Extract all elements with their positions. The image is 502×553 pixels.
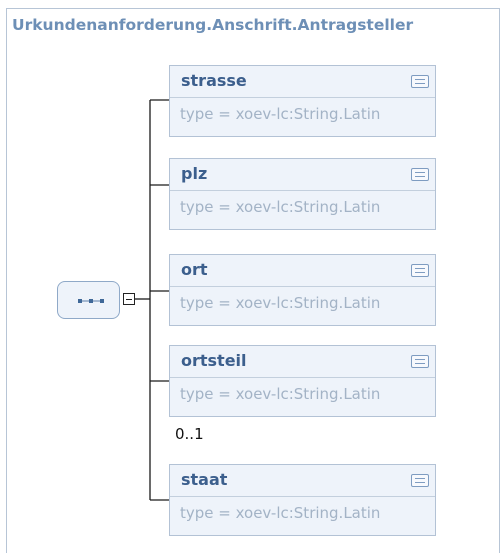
- element-type: type = xoev-lc:String.Latin: [180, 385, 381, 403]
- element-staat[interactable]: staat type = xoev-lc:String.Latin: [169, 464, 436, 536]
- element-name: staat: [181, 470, 228, 489]
- element-header: [170, 346, 435, 378]
- element-type: type = xoev-lc:String.Latin: [180, 198, 381, 216]
- occurrence-label: 0..1: [175, 425, 204, 443]
- collapse-icon[interactable]: [123, 293, 135, 305]
- element-name: plz: [181, 164, 208, 183]
- element-strasse[interactable]: strasse type = xoev-lc:String.Latin: [169, 65, 436, 137]
- element-type: type = xoev-lc:String.Latin: [180, 105, 381, 123]
- element-ort[interactable]: ort type = xoev-lc:String.Latin: [169, 254, 436, 326]
- element-name: ort: [181, 260, 208, 279]
- element-name: ortsteil: [181, 351, 247, 370]
- element-header: [170, 465, 435, 497]
- element-header: [170, 255, 435, 287]
- documentation-icon[interactable]: [411, 264, 429, 277]
- sequence-icon: [78, 299, 104, 303]
- element-type: type = xoev-lc:String.Latin: [180, 504, 381, 522]
- diagram-title: Urkundenanforderung.Anschrift.Antragstel…: [12, 16, 414, 34]
- element-ortsteil[interactable]: ortsteil type = xoev-lc:String.Latin: [169, 345, 436, 417]
- element-type: type = xoev-lc:String.Latin: [180, 294, 381, 312]
- documentation-icon[interactable]: [411, 474, 429, 487]
- element-header: [170, 66, 435, 98]
- documentation-icon[interactable]: [411, 75, 429, 88]
- element-header: [170, 159, 435, 191]
- element-plz[interactable]: plz type = xoev-lc:String.Latin: [169, 158, 436, 230]
- documentation-icon[interactable]: [411, 168, 429, 181]
- documentation-icon[interactable]: [411, 355, 429, 368]
- sequence-compositor[interactable]: [57, 281, 120, 319]
- element-name: strasse: [181, 71, 247, 90]
